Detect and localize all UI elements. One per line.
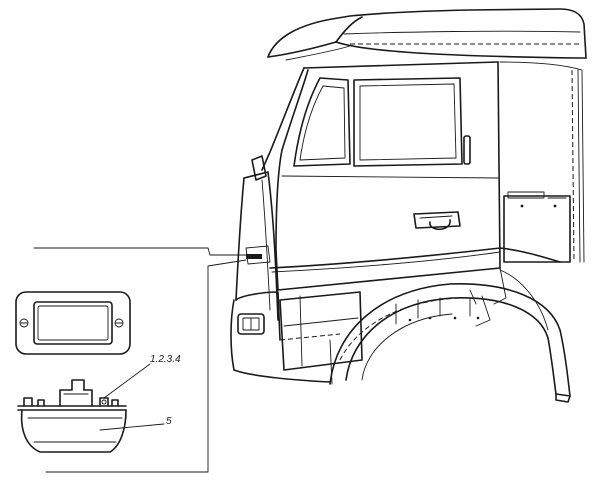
cab-front-lower [230,291,363,385]
lamp-side-view [17,379,127,453]
roof-spoiler [267,8,587,61]
callout-housing: 5 [166,416,172,427]
headlamp [237,313,265,335]
leader-lines [33,247,247,473]
fastener-bolt [99,397,109,407]
lamp-front-view [15,291,131,355]
side-marker-lamp [246,254,262,259]
lamp-housing [20,409,127,453]
callout-fasteners: 1.2.3.4 [150,354,181,365]
cab-body [235,61,561,321]
wheel-arch-fender [329,267,571,403]
truck-cab [230,8,587,403]
cab-rear [335,41,587,269]
callouts: 1.2.3.4 5 [99,354,181,431]
